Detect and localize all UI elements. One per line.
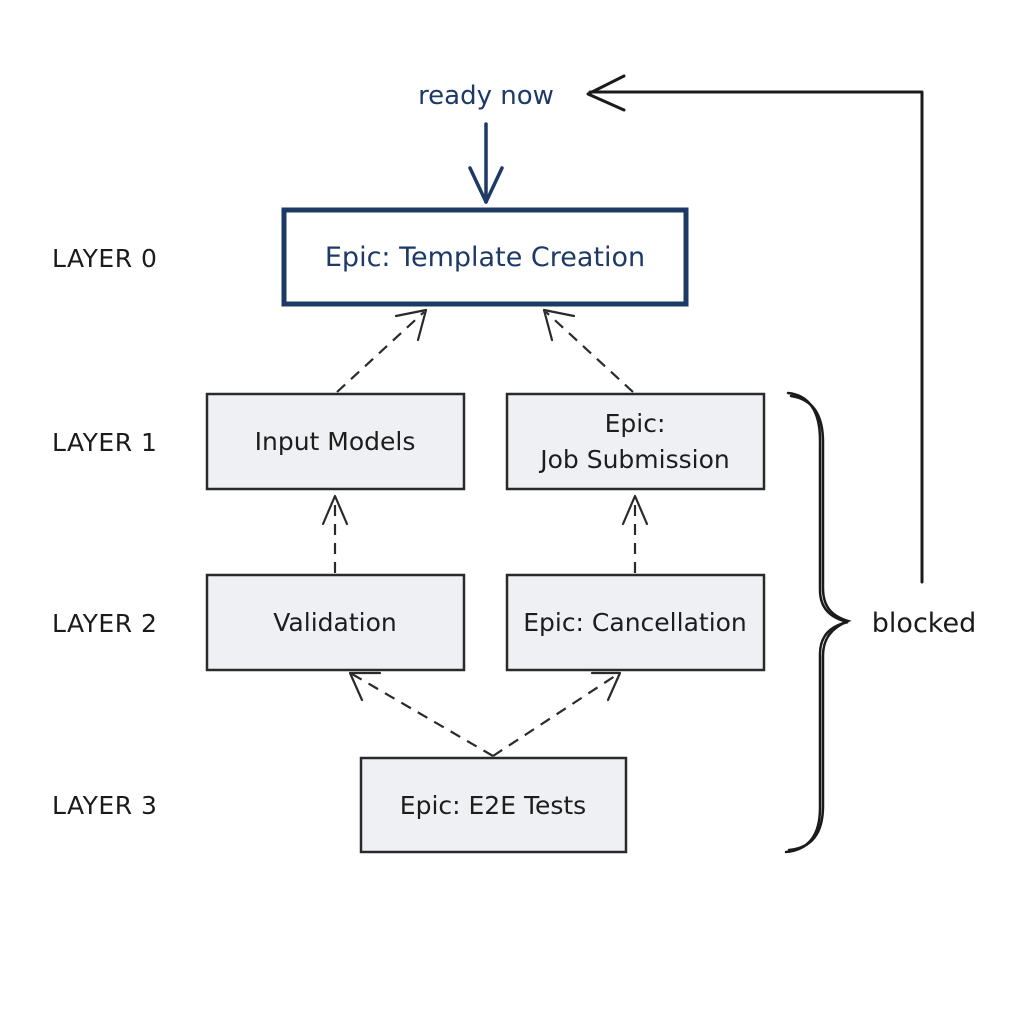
- node-input-models-box: [205, 392, 466, 491]
- layer-1-label: LAYER 1: [52, 428, 157, 457]
- node-input-models[interactable]: Input Models: [205, 392, 466, 491]
- layer-0-label: LAYER 0: [52, 244, 157, 273]
- node-input-models-label: Input Models: [255, 427, 416, 456]
- node-cancellation-label: Epic: Cancellation: [523, 608, 747, 637]
- blocked-label: blocked: [872, 608, 976, 639]
- edge-validation-to-input-models: [321, 494, 349, 573]
- node-cancellation[interactable]: Epic: Cancellation: [505, 573, 766, 672]
- node-e2e-tests-box: [359, 756, 628, 854]
- ready-arrow: [468, 122, 504, 204]
- node-job-submission-label-line-1: Epic:: [605, 409, 666, 438]
- node-validation-box: [205, 573, 466, 672]
- node-job-submission-box: [505, 392, 766, 491]
- node-cancellation-box: [505, 573, 766, 672]
- blocked-brace: [784, 391, 852, 854]
- node-validation-label: Validation: [273, 608, 396, 637]
- edge-job-submission-to-template: [542, 308, 634, 393]
- layer-3-label: LAYER 3: [52, 791, 157, 820]
- node-template-creation-label: Epic: Template Creation: [325, 242, 645, 273]
- node-job-submission-label-line-2: Job Submission: [538, 445, 730, 474]
- layer-2-label: LAYER 2: [52, 609, 157, 638]
- edge-input-models-to-template: [336, 308, 428, 393]
- node-template-creation[interactable]: Epic: Template Creation: [281, 207, 689, 307]
- feedback-arrow: [586, 74, 924, 584]
- edge-e2e-to-cancellation: [492, 671, 622, 757]
- ready-now-label: ready now: [418, 81, 554, 111]
- node-validation[interactable]: Validation: [205, 573, 466, 672]
- node-job-submission[interactable]: Epic: Job Submission: [505, 392, 766, 491]
- node-e2e-tests-label: Epic: E2E Tests: [400, 791, 586, 820]
- node-e2e-tests[interactable]: Epic: E2E Tests: [359, 756, 628, 854]
- node-template-creation-box: [281, 207, 689, 307]
- edge-e2e-to-validation: [348, 671, 494, 757]
- edge-cancellation-to-job-submission: [621, 494, 649, 573]
